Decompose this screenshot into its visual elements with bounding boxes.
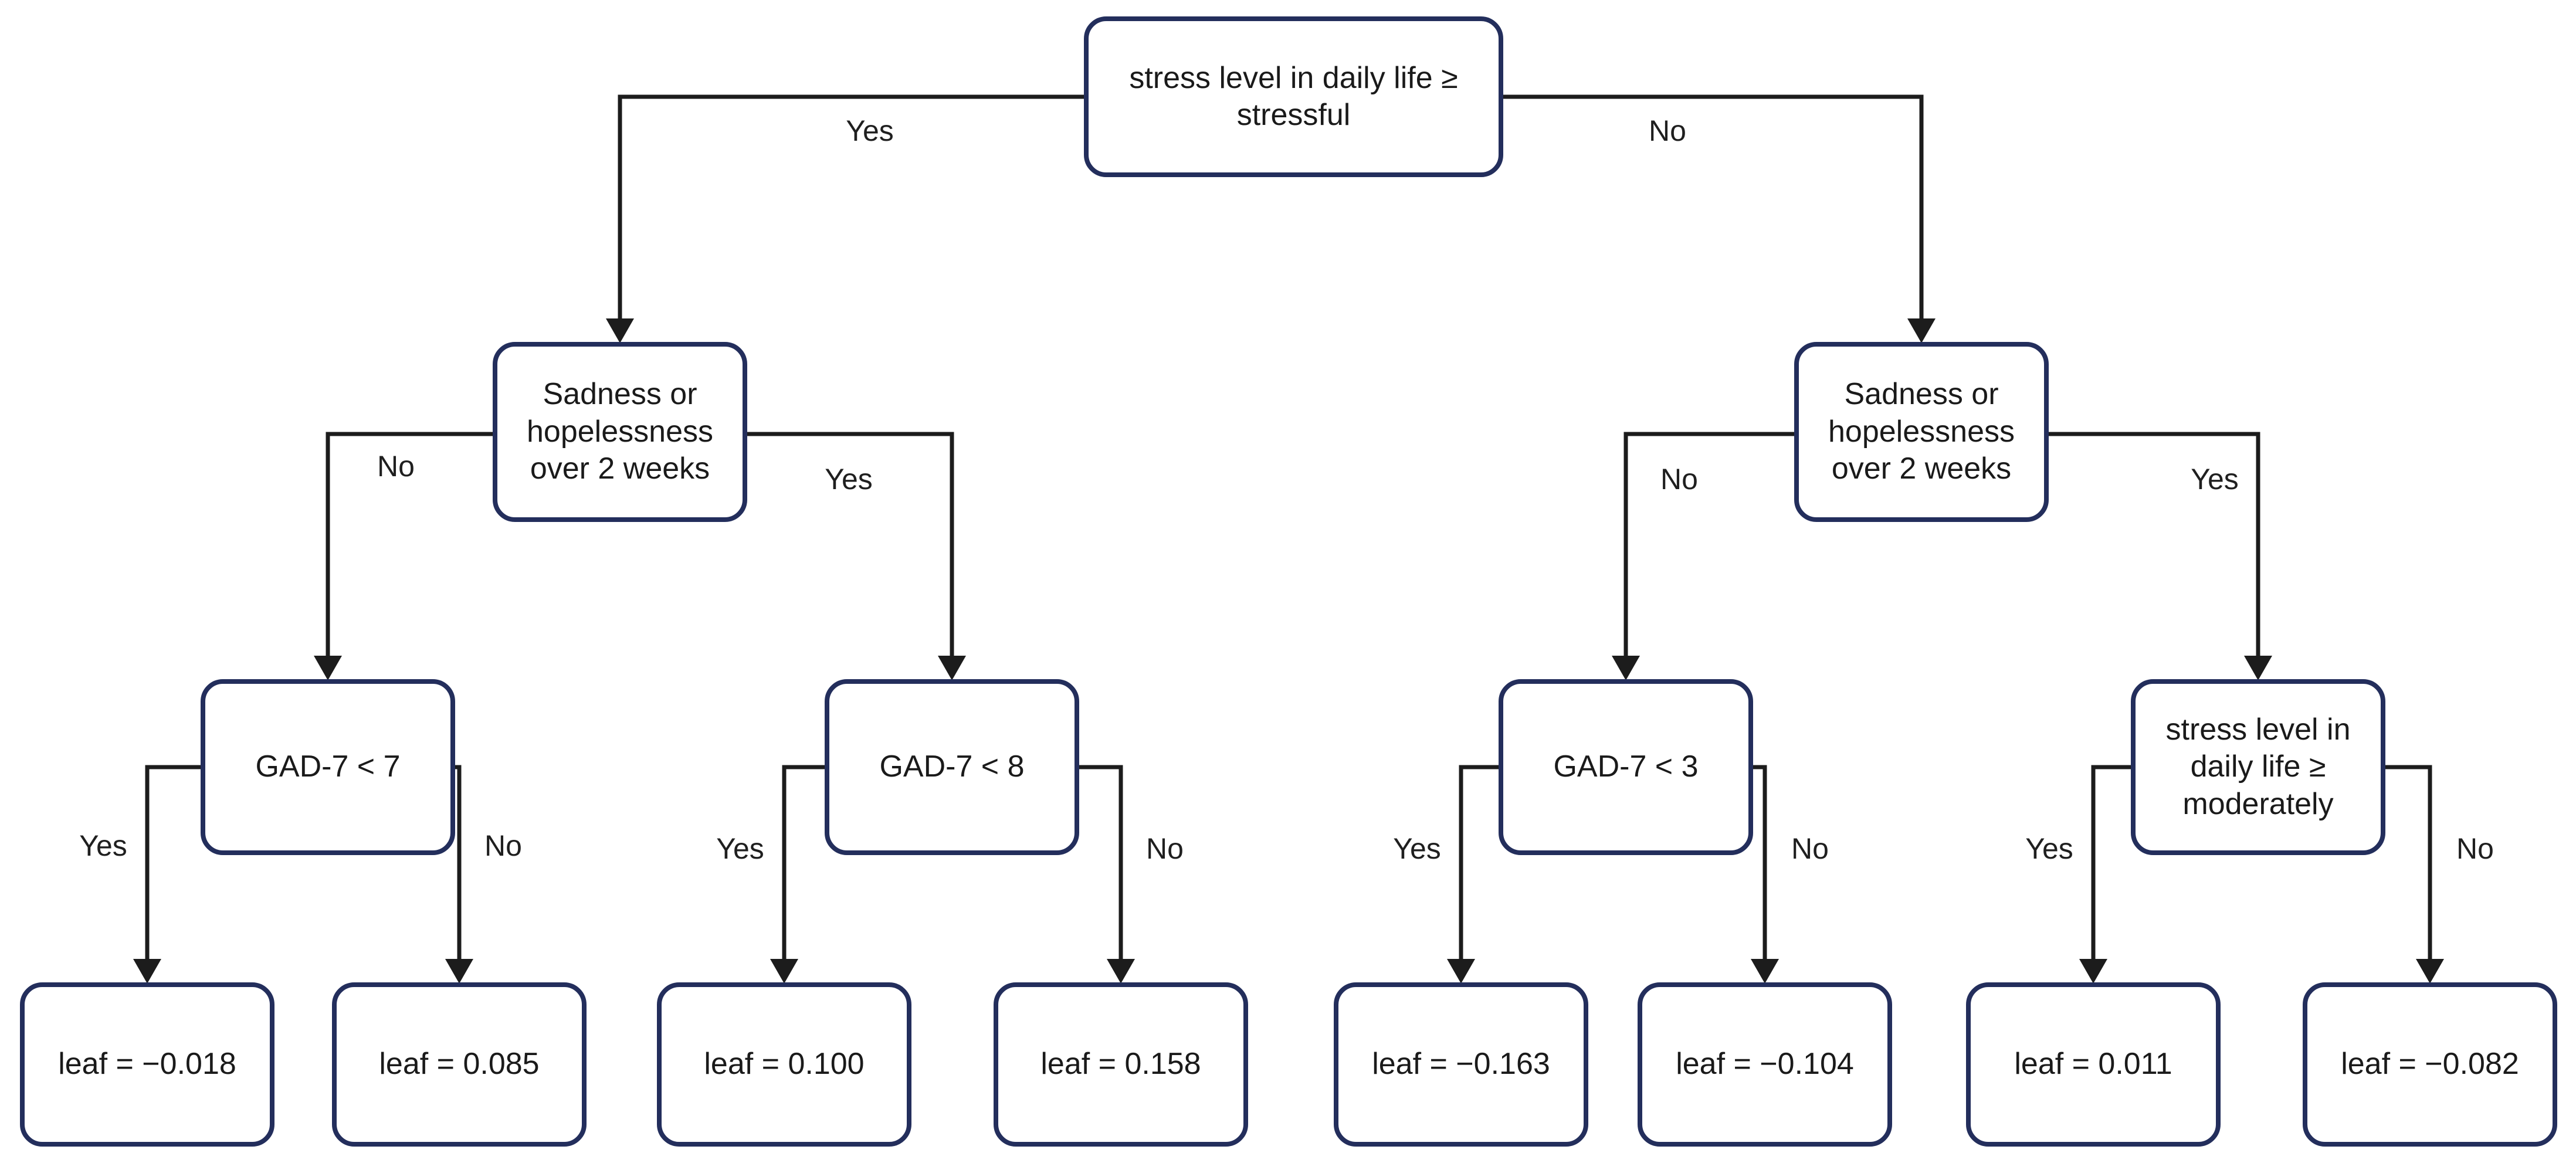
arrowhead-icon xyxy=(1751,959,1779,984)
connector-line xyxy=(1753,765,1767,960)
arrowhead-icon xyxy=(1447,959,1475,984)
arrowhead-icon xyxy=(2244,656,2272,680)
leaf-node-2: leaf = 0.085 xyxy=(332,982,587,1147)
edge-label-gad7lt8-yes: Yes xyxy=(716,832,764,865)
arrowhead-icon xyxy=(445,959,473,984)
connector-line xyxy=(1623,432,1794,657)
connector-line xyxy=(782,765,825,960)
edge-label-stressmod-no: No xyxy=(2456,832,2494,865)
leaf-label: leaf = 0.011 xyxy=(2014,1047,2172,1081)
leaf-label: leaf = 0.100 xyxy=(704,1047,865,1081)
node-root: stress level in daily life ≥ stressful xyxy=(1084,16,1503,177)
leaf-label: leaf = −0.163 xyxy=(1372,1047,1550,1081)
node-gad7-lt-3: GAD-7 < 3 xyxy=(1499,679,1753,855)
node-label: GAD-7 < 7 xyxy=(255,750,401,784)
arrowhead-icon xyxy=(2416,959,2444,984)
node-label: stress level in daily life ≥ moderately xyxy=(2165,712,2351,821)
connector-line xyxy=(145,765,201,960)
leaf-node-4: leaf = 0.158 xyxy=(994,982,1248,1147)
connector-line xyxy=(1079,765,1123,960)
edge-label-gad7lt7-yes: Yes xyxy=(79,829,127,862)
connector-line xyxy=(2049,432,2260,657)
node-label: GAD-7 < 8 xyxy=(879,750,1025,784)
arrowhead-icon xyxy=(1907,318,1936,343)
leaf-node-3: leaf = 0.100 xyxy=(657,982,911,1147)
edge-label-sadright-yes: Yes xyxy=(2191,463,2239,496)
connector-line xyxy=(326,432,493,657)
node-sadness-left: Sadness or hopelessness over 2 weeks xyxy=(493,342,747,522)
arrowhead-icon xyxy=(606,318,634,343)
leaf-node-5: leaf = −0.163 xyxy=(1334,982,1588,1147)
leaf-node-7: leaf = 0.011 xyxy=(1966,982,2221,1147)
connector-line xyxy=(455,765,462,960)
node-label: GAD-7 < 3 xyxy=(1553,750,1699,784)
arrowhead-icon xyxy=(938,656,966,680)
node-label: stress level in daily life ≥ stressful xyxy=(1129,60,1458,132)
arrowhead-icon xyxy=(2079,959,2107,984)
leaf-node-8: leaf = −0.082 xyxy=(2303,982,2557,1147)
connector-line xyxy=(2385,765,2432,960)
node-label: Sadness or hopelessness over 2 weeks xyxy=(1828,377,2015,486)
node-sadness-right: Sadness or hopelessness over 2 weeks xyxy=(1794,342,2049,522)
connector-line xyxy=(1459,765,1499,960)
leaf-label: leaf = −0.018 xyxy=(58,1047,236,1081)
edge-label-gad7lt3-no: No xyxy=(1791,832,1829,865)
arrowhead-icon xyxy=(133,959,161,984)
edge-label-sadright-no: No xyxy=(1660,463,1698,496)
connector-line xyxy=(618,94,1084,320)
edge-label-root-yes: Yes xyxy=(846,114,894,147)
edge-label-gad7lt3-yes: Yes xyxy=(1393,832,1441,865)
arrowhead-icon xyxy=(770,959,798,984)
node-label: Sadness or hopelessness over 2 weeks xyxy=(527,377,713,486)
node-gad7-lt-8: GAD-7 < 8 xyxy=(825,679,1079,855)
connector-line xyxy=(2091,765,2131,960)
edge-label-root-no: No xyxy=(1649,114,1686,147)
edge-label-sadleft-no: No xyxy=(377,450,415,483)
node-gad7-lt-7: GAD-7 < 7 xyxy=(201,679,455,855)
leaf-label: leaf = 0.158 xyxy=(1040,1047,1201,1081)
leaf-label: leaf = −0.104 xyxy=(1676,1047,1854,1081)
connector-line xyxy=(1503,94,1924,320)
leaf-label: leaf = −0.082 xyxy=(2341,1047,2519,1081)
node-stress-moderately: stress level in daily life ≥ moderately xyxy=(2131,679,2385,855)
edge-label-sadleft-yes: Yes xyxy=(825,463,873,496)
edge-label-stressmod-yes: Yes xyxy=(2025,832,2073,865)
arrowhead-icon xyxy=(1107,959,1135,984)
edge-label-gad7lt7-no: No xyxy=(484,829,522,862)
leaf-node-6: leaf = −0.104 xyxy=(1638,982,1892,1147)
connector-line xyxy=(747,432,954,657)
arrowhead-icon xyxy=(1612,656,1640,680)
leaf-label: leaf = 0.085 xyxy=(379,1047,540,1081)
leaf-node-1: leaf = −0.018 xyxy=(20,982,274,1147)
arrowhead-icon xyxy=(314,656,342,680)
edge-label-gad7lt8-no: No xyxy=(1146,832,1184,865)
